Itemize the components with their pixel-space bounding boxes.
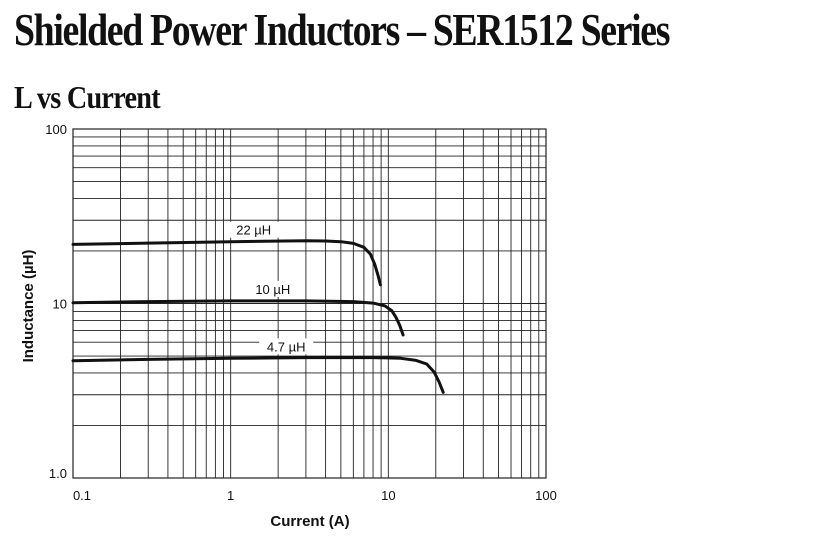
y-tick-label: 100 [45,122,67,137]
series-label: 22 µH [236,223,271,238]
series-line [71,239,382,287]
series-line [71,356,445,394]
y-tick-label: 1.0 [49,466,67,481]
series-label-background [259,338,314,355]
grid [72,129,546,479]
series-line [71,299,405,337]
y-axis-label: Inductance (µH) [20,250,37,363]
series-group: 22 µH 10 µH 4.7 µH [71,221,445,394]
x-axis-label: Current (A) [270,513,349,530]
series-label: 4.7 µH [267,339,306,354]
x-tick-label: 0.1 [73,488,91,503]
series-label: 10 µH [255,282,290,297]
x-tick-label: 10 [381,488,395,503]
y-tick-label: 10 [53,297,67,312]
series-label-background [226,221,281,238]
series-label-background [245,280,300,297]
x-tick-label: 1 [227,488,234,503]
x-tick-label: 100 [535,488,557,503]
page-title: Shielded Power Inductors – SER1512 Serie… [14,5,670,55]
tick-labels: 0.1 1 10 100 1.0 10 100 [45,122,557,503]
chart-title: L vs Current [14,79,161,115]
